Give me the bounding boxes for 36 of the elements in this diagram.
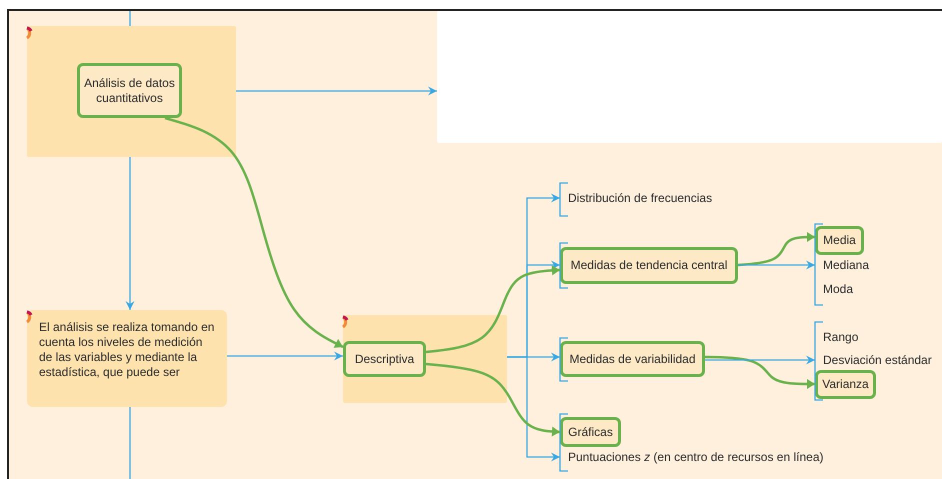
concept-label: Medidas de variabilidad bbox=[569, 352, 696, 366]
concept-label: Análisis de datos cuantitativos bbox=[84, 76, 175, 106]
concept-label: Media bbox=[823, 233, 856, 248]
concept-box bbox=[560, 417, 621, 447]
curved-arrow bbox=[704, 356, 815, 389]
arrow bbox=[227, 352, 343, 360]
list-item-text: Puntuaciones z (en centro de recursos en línea) bbox=[560, 447, 835, 467]
list-item-text: Mediana bbox=[815, 255, 885, 275]
concept-label: Gráficas bbox=[568, 424, 613, 440]
concept-box bbox=[343, 341, 426, 377]
curved-arrow bbox=[426, 362, 560, 437]
curved-arrow bbox=[738, 232, 815, 266]
concept-box bbox=[815, 370, 876, 399]
arrow bbox=[236, 86, 437, 96]
note-box bbox=[27, 310, 227, 407]
curved-arrow bbox=[164, 116, 344, 348]
panel-background bbox=[27, 26, 236, 157]
arrow bbox=[507, 356, 560, 462]
list-item-text: Rango bbox=[815, 327, 875, 347]
curved-arrow bbox=[426, 265, 560, 354]
arrow bbox=[126, 157, 134, 310]
list-item-text: Desviación estándar bbox=[815, 350, 939, 370]
concept-label: Varianza bbox=[822, 377, 869, 392]
concept-label: Medidas de tendencia central bbox=[570, 258, 728, 273]
concept-label: Descriptiva bbox=[354, 352, 414, 366]
arrow bbox=[738, 260, 815, 270]
panel-background bbox=[343, 315, 507, 403]
note-text: El análisis se realiza tomando en cuenta los niveles de medición de las variables y mediante la estadística, que puede ser bbox=[39, 320, 214, 379]
concept-box bbox=[560, 247, 738, 284]
concept-box bbox=[560, 341, 705, 377]
list-item-text: Moda bbox=[815, 279, 875, 299]
blank-area bbox=[437, 11, 942, 143]
list-item-text: Distribución de frecuencias bbox=[560, 188, 730, 208]
concept-box bbox=[77, 63, 182, 118]
concept-box bbox=[815, 226, 864, 255]
arrow bbox=[705, 356, 815, 364]
